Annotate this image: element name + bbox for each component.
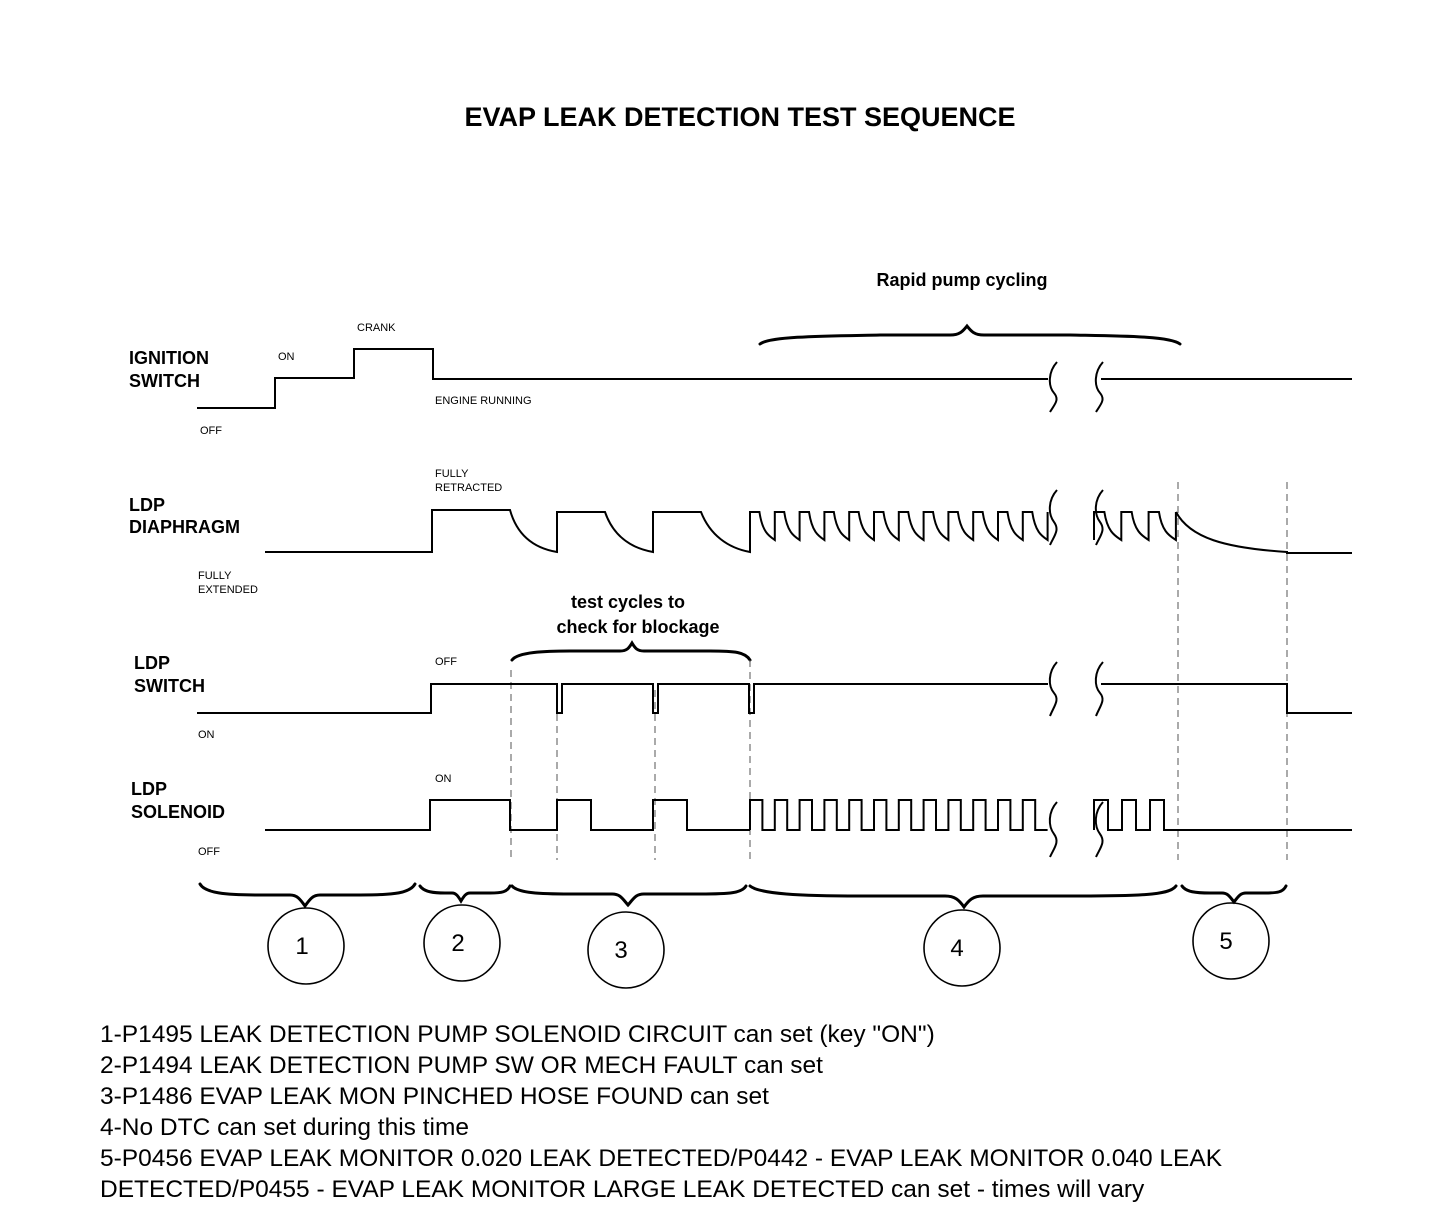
ignition-state-engine-running: ENGINE RUNNING [435,395,532,407]
legend-item-1: 1-P1495 LEAK DETECTION PUMP SOLENOID CIR… [100,1021,935,1048]
legend-item-2: 2-P1494 LEAK DETECTION PUMP SW OR MECH F… [100,1052,823,1079]
test-cycles-label-line1: test cycles to [571,592,685,612]
phase-4-marker: 4 [923,909,1001,987]
switch-break-mark-right [1094,661,1104,717]
legend-item-3: 3-P1486 EVAP LEAK MON PINCHED HOSE FOUND… [100,1083,769,1110]
timing-diagram: EVAP LEAK DETECTION TEST SEQUENCE Rapid … [129,102,1352,989]
phase-1-marker: 1 [267,907,345,985]
phase-1-number: 1 [295,933,308,960]
ignition-state-crank: CRANK [357,322,396,334]
ldp-switch-state-off: OFF [435,656,457,668]
ldp-diaphragm-label-line1: LDP [129,495,165,515]
phase-3-brace [510,884,748,908]
phase-3-marker: 3 [587,911,665,989]
ldp-diaphragm-rapid-cycling [749,511,1049,542]
ldp-diaphragm-rapid-cycling-after-break [1093,511,1177,542]
phase-5-brace [1180,884,1288,905]
diagram-title: EVAP LEAK DETECTION TEST SEQUENCE [464,102,1015,132]
ldp-switch-label-line2: SWITCH [134,676,205,696]
diaphragm-state-fully-retracted-1: FULLY [435,468,469,480]
ldp-solenoid-waveform [265,799,750,831]
phase-1-brace [198,882,417,909]
phase-5-number: 5 [1219,928,1232,955]
ldp-solenoid-label-line1: LDP [131,779,167,799]
ldp-switch-waveform-tail [1101,683,1352,714]
phase-3-number: 3 [614,937,627,964]
ldp-solenoid-state-on: ON [435,773,452,785]
ldp-switch-waveform [197,683,1048,714]
dtc-legend: 1-P1495 LEAK DETECTION PUMP SOLENOID CIR… [100,1019,1420,1205]
ignition-switch-label-line1: IGNITION [129,348,209,368]
ldp-solenoid-label-line2: SOLENOID [131,802,225,822]
solenoid-break-mark-right [1094,801,1104,858]
diaphragm-break-mark-right [1094,489,1104,546]
phase-4-number: 4 [950,935,963,962]
ignition-break-mark-left [1048,361,1058,413]
solenoid-break-mark-left [1048,801,1058,858]
ignition-break-mark-right [1094,361,1104,413]
phase-2-brace [418,884,512,904]
test-cycles-label-line2: check for blockage [556,617,719,637]
legend-item-4: 4-No DTC can set during this time [100,1114,469,1141]
diaphragm-state-fully-extended-1: FULLY [198,570,232,582]
diaphragm-break-mark-left [1048,489,1058,546]
legend-item-5-continued: DETECTED/P0455 - EVAP LEAK MONITOR LARGE… [100,1176,1145,1203]
phase-5-marker: 5 [1192,902,1270,980]
ldp-solenoid-rapid-cycling [749,799,1048,831]
phase-4-brace [748,884,1178,910]
ldp-solenoid-state-off: OFF [198,846,220,858]
rapid-pump-cycling-brace [758,323,1182,346]
ignition-state-on: ON [278,351,295,363]
diaphragm-state-fully-extended-2: EXTENDED [198,584,258,596]
ldp-solenoid-rapid-cycling-after-break [1093,799,1178,831]
test-cycles-brace [510,640,752,662]
diaphragm-state-fully-retracted-2: RETRACTED [435,482,502,494]
ignition-state-off: OFF [200,425,222,437]
ldp-switch-state-on: ON [198,729,215,741]
ldp-diaphragm-decay [1175,511,1352,554]
ldp-diaphragm-label-line2: DIAPHRAGM [129,517,240,537]
ldp-switch-label-line1: LDP [134,653,170,673]
rapid-pump-cycling-label: Rapid pump cycling [876,270,1047,290]
legend-item-5: 5-P0456 EVAP LEAK MONITOR 0.020 LEAK DET… [100,1145,1223,1172]
ignition-switch-label-line2: SWITCH [129,371,200,391]
phase-2-marker: 2 [423,904,501,982]
switch-break-mark-left [1048,661,1058,717]
ignition-switch-waveform [197,348,1048,409]
ldp-diaphragm-waveform [265,509,751,554]
phase-2-number: 2 [451,930,464,957]
